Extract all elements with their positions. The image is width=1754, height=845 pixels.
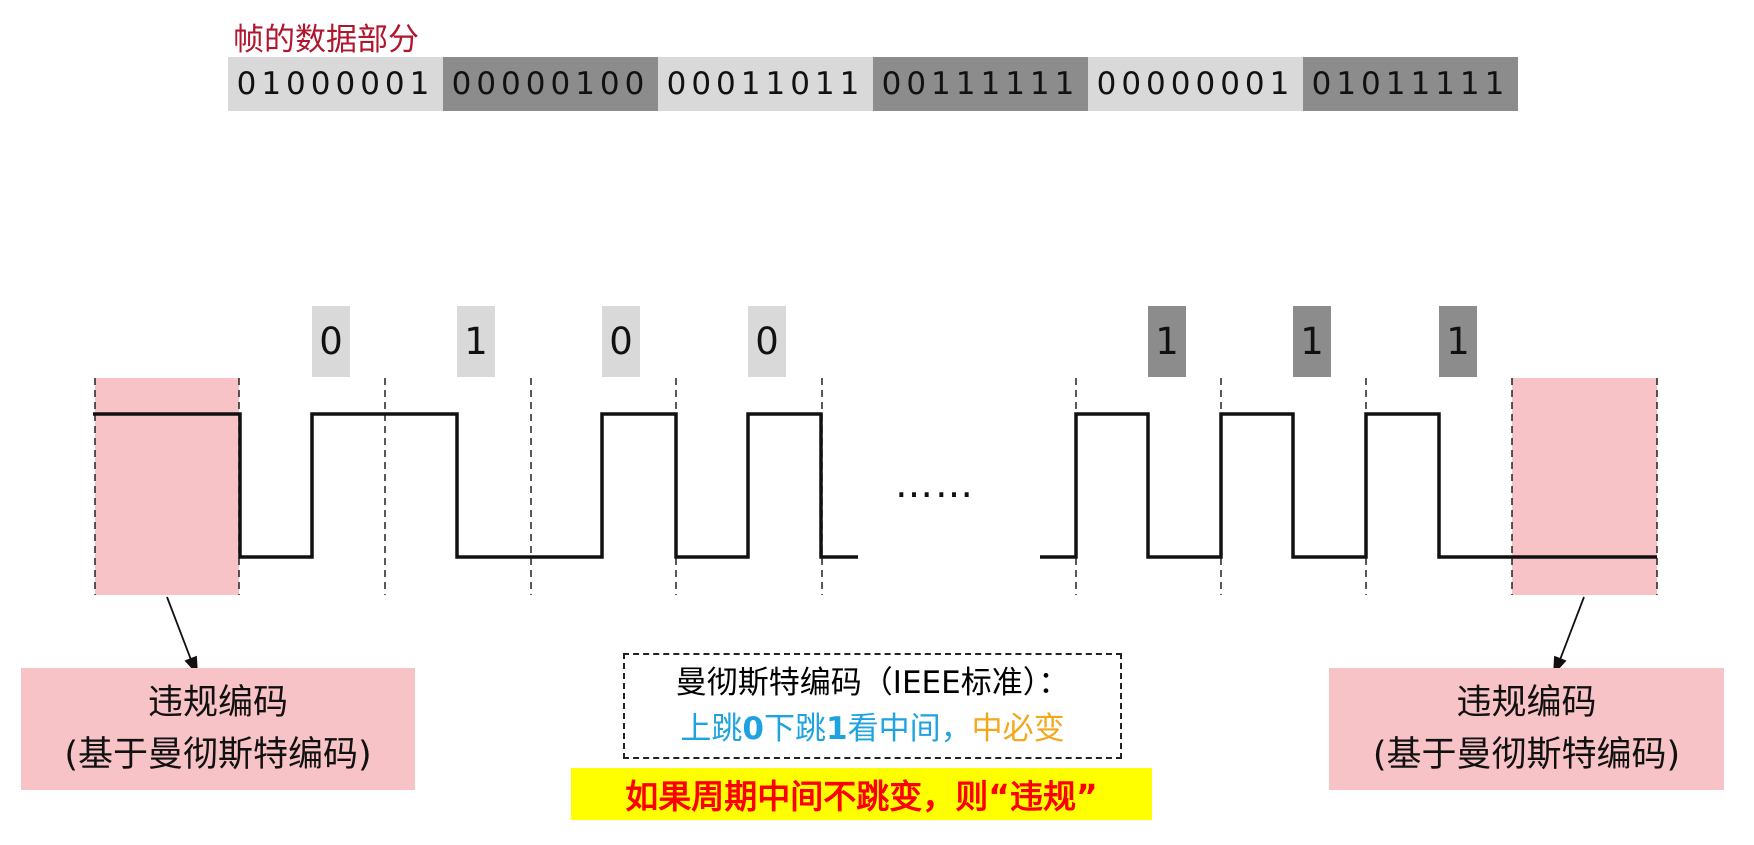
bit-label: 0 [602,306,640,377]
byte-1: 01000001 [228,57,443,111]
violation-warning: 如果周期中间不跳变，则“违规” [571,768,1152,820]
rule-mnemonic: 上跳0下跳1看中间，中必变 [680,706,1064,753]
bit-boundaries [94,378,1658,595]
rule-part: ， [940,711,972,747]
violation-right-line1: 违规编码 [1456,682,1597,723]
rule-part: 下跳 [764,711,826,747]
rule-part: 上跳 [680,711,743,747]
bit-label: 1 [1439,306,1477,377]
ellipsis: …… [895,462,975,506]
violation-right-line2: (基于曼彻斯特编码) [1372,735,1681,775]
byte-4: 00111111 [873,57,1088,111]
rule-part: 0 [742,711,764,747]
violation-zone-right [1512,378,1657,595]
byte-5: 00000001 [1088,57,1303,111]
manchester-rule-box: 曼彻斯特编码（IEEE标准）： 上跳0下跳1看中间，中必变 [623,653,1122,759]
bit-label: 1 [1293,306,1331,377]
signal-right [1040,412,1657,559]
bit-label: 1 [457,306,495,377]
frame-data-title: 帧的数据部分 [233,22,419,58]
byte-2: 00000100 [443,57,658,111]
bit-label: 0 [748,306,786,377]
violation-left-line1: 违规编码 [147,682,288,723]
rule-part: 看中间 [847,711,941,747]
violation-label-right: 违规编码 (基于曼彻斯特编码) [1329,668,1724,790]
arrow-left [166,596,194,666]
signal-left [93,412,858,559]
bit-label: 1 [1148,306,1186,377]
bit-label: 0 [312,306,350,377]
violation-left-line2: (基于曼彻斯特编码) [64,735,372,775]
rule-title: 曼彻斯特编码（IEEE标准）： [675,664,1070,701]
arrow-right [1557,596,1585,666]
violation-label-left: 违规编码 (基于曼彻斯特编码) [21,668,415,790]
rule-part: 1 [826,711,848,747]
rule-part: 中必变 [971,711,1065,747]
byte-6: 01011111 [1303,57,1518,111]
byte-3: 00011011 [658,57,873,111]
